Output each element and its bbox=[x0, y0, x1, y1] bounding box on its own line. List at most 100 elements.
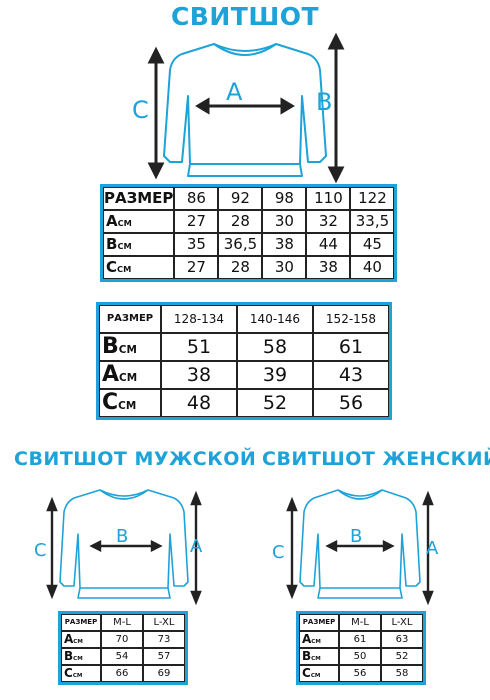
cell: 51 bbox=[161, 333, 237, 361]
header-cell: L-XL bbox=[381, 614, 423, 631]
header-cell: 140-146 bbox=[237, 305, 313, 333]
header-cell: 92 bbox=[218, 187, 263, 210]
cell: 28 bbox=[218, 256, 263, 279]
table-row: AСМ 38 39 43 bbox=[99, 361, 389, 389]
label-a: A bbox=[426, 538, 439, 559]
header-size: РАЗМЕР bbox=[103, 187, 175, 210]
row-label: AСМ bbox=[103, 210, 175, 233]
cell: 27 bbox=[174, 256, 219, 279]
cell: 61 bbox=[339, 631, 381, 648]
table-row: AСМ 70 73 bbox=[61, 631, 185, 648]
cell: 57 bbox=[143, 648, 185, 665]
header-cell: 122 bbox=[350, 187, 395, 210]
row-label: AСМ bbox=[99, 361, 161, 389]
header-cell: M-L bbox=[339, 614, 381, 631]
header-cell: 110 bbox=[306, 187, 351, 210]
row-unit: СМ bbox=[118, 400, 137, 412]
header-size: РАЗМЕР bbox=[299, 614, 339, 631]
header-cell: L-XL bbox=[143, 614, 185, 631]
table-row: CСМ 48 52 56 bbox=[99, 389, 389, 417]
header-cell: 152-158 bbox=[313, 305, 389, 333]
measure-arrows bbox=[46, 490, 202, 606]
row-unit: СМ bbox=[117, 241, 132, 251]
row-letter: C bbox=[64, 666, 73, 680]
cell: 56 bbox=[339, 665, 381, 682]
cell: 39 bbox=[237, 361, 313, 389]
table-row: AСМ 27 28 30 32 33,5 bbox=[103, 210, 395, 233]
cell: 45 bbox=[350, 233, 395, 256]
row-unit: СМ bbox=[117, 218, 132, 228]
row-label: BСМ bbox=[61, 648, 101, 665]
row-label: BСМ bbox=[103, 233, 175, 256]
row-letter: C bbox=[302, 666, 311, 680]
cell: 38 bbox=[306, 256, 351, 279]
row-letter: A bbox=[102, 362, 120, 387]
label-a: A bbox=[190, 536, 203, 557]
cell: 36,5 bbox=[218, 233, 263, 256]
title-sweatshirt-men: СВИТШОТ МУЖСКОЙ bbox=[14, 448, 257, 470]
label-c: C bbox=[272, 542, 285, 563]
sweatshirt-outline bbox=[59, 489, 189, 599]
row-letter: C bbox=[102, 390, 119, 415]
table-row: BСМ 50 52 bbox=[299, 648, 423, 665]
row-letter: B bbox=[106, 235, 118, 253]
header-size: РАЗМЕР bbox=[99, 305, 161, 333]
cell: 30 bbox=[262, 210, 307, 233]
row-letter: A bbox=[64, 632, 74, 646]
cell: 35 bbox=[174, 233, 219, 256]
cell: 66 bbox=[101, 665, 143, 682]
row-letter: A bbox=[106, 212, 118, 230]
row-unit: СМ bbox=[311, 639, 321, 645]
row-letter: B bbox=[102, 334, 119, 359]
row-label: CСМ bbox=[61, 665, 101, 682]
table-row: CСМ 56 58 bbox=[299, 665, 423, 682]
label-c: C bbox=[34, 540, 47, 561]
sweatshirt-outline bbox=[163, 43, 327, 177]
table-row: BСМ 54 57 bbox=[61, 648, 185, 665]
row-unit: СМ bbox=[72, 673, 83, 679]
row-unit: СМ bbox=[118, 344, 137, 356]
label-c: C bbox=[132, 96, 149, 124]
cell: 56 bbox=[313, 389, 389, 417]
row-letter: B bbox=[64, 649, 74, 663]
cell: 50 bbox=[339, 648, 381, 665]
cell: 54 bbox=[101, 648, 143, 665]
cell: 43 bbox=[313, 361, 389, 389]
sweatshirt-outline bbox=[299, 489, 421, 599]
row-label: CСМ bbox=[99, 389, 161, 417]
cell: 44 bbox=[306, 233, 351, 256]
cell: 38 bbox=[262, 233, 307, 256]
cell: 58 bbox=[237, 333, 313, 361]
sweatshirt-diagram-men: C B A bbox=[34, 489, 203, 606]
cell: 69 bbox=[143, 665, 185, 682]
table-row: CСМ 66 69 bbox=[61, 665, 185, 682]
table-row: CСМ 27 28 30 38 40 bbox=[103, 256, 395, 279]
header-size: РАЗМЕР bbox=[61, 614, 101, 631]
cell: 58 bbox=[381, 665, 423, 682]
title-sweatshirt-women: СВИТШОТ ЖЕНСКИЙ bbox=[262, 448, 490, 470]
title-sweatshirt: СВИТШОТ bbox=[170, 2, 320, 31]
header-cell: 98 bbox=[262, 187, 307, 210]
size-table-small-kids: РАЗМЕР 86 92 98 110 122 AСМ 27 28 30 32 … bbox=[100, 184, 398, 282]
row-unit: СМ bbox=[73, 656, 83, 662]
row-label: AСМ bbox=[299, 631, 339, 648]
row-unit: СМ bbox=[117, 264, 132, 274]
cell: 30 bbox=[262, 256, 307, 279]
cell: 70 bbox=[101, 631, 143, 648]
row-unit: СМ bbox=[119, 372, 138, 384]
header-cell: 86 bbox=[174, 187, 219, 210]
cell: 52 bbox=[381, 648, 423, 665]
table-row: BСМ 51 58 61 bbox=[99, 333, 389, 361]
cell: 38 bbox=[161, 361, 237, 389]
header-cell: M-L bbox=[101, 614, 143, 631]
measure-arrows bbox=[286, 490, 434, 606]
cell: 27 bbox=[174, 210, 219, 233]
cell: 73 bbox=[143, 631, 185, 648]
cell: 28 bbox=[218, 210, 263, 233]
row-unit: СМ bbox=[73, 639, 83, 645]
row-unit: СМ bbox=[310, 673, 321, 679]
row-label: BСМ bbox=[99, 333, 161, 361]
label-b: B bbox=[316, 88, 332, 116]
cell: 52 bbox=[237, 389, 313, 417]
table-row: AСМ 61 63 bbox=[299, 631, 423, 648]
